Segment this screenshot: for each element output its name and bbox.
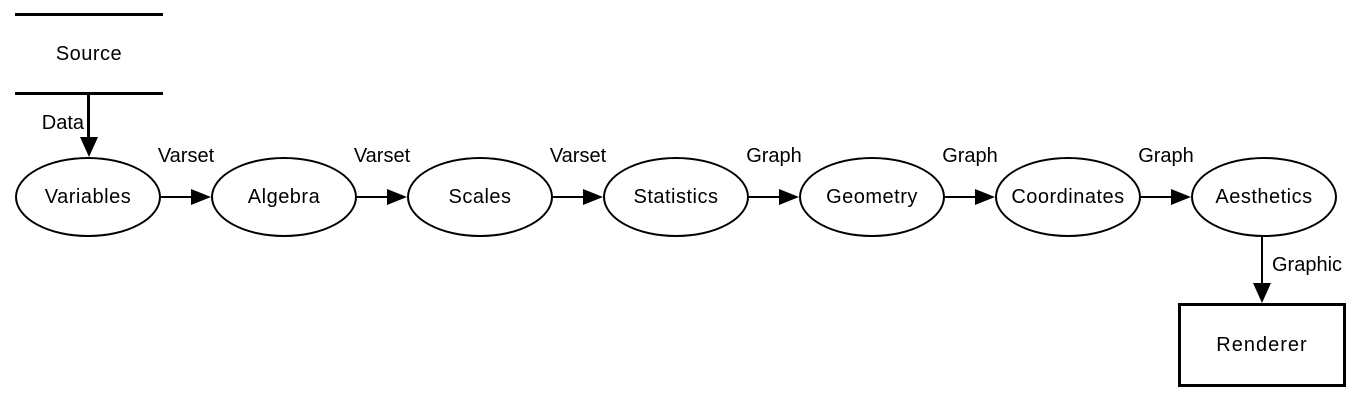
graphic-arrow-shaft: [1261, 237, 1263, 284]
node-algebra-label: Algebra: [247, 185, 321, 208]
edge-label-graph-3: Graph: [1138, 145, 1194, 167]
arrowhead-right-icon: [191, 189, 211, 205]
arrow-algebra-to-scales: [357, 189, 407, 205]
node-algebra: Algebra: [211, 157, 357, 237]
arrow-shaft: [357, 196, 390, 198]
data-arrow-shaft: [87, 95, 90, 139]
arrow-statistics-to-geometry: [749, 189, 799, 205]
node-statistics: Statistics: [603, 157, 749, 237]
arrow-shaft: [161, 196, 194, 198]
arrow-geometry-to-coordinates: [945, 189, 995, 205]
edge-label-graph-2: Graph: [942, 145, 998, 167]
source-store-top-line: [15, 13, 163, 16]
graphic-edge-label: Graphic: [1272, 254, 1343, 276]
node-aesthetics-label: Aesthetics: [1215, 185, 1313, 208]
arrowhead-right-icon: [583, 189, 603, 205]
arrow-shaft: [553, 196, 586, 198]
source-store-bottom-line: [15, 92, 163, 95]
node-variables-label: Variables: [44, 185, 132, 208]
arrow-shaft: [945, 196, 978, 198]
arrowhead-right-icon: [387, 189, 407, 205]
arrowhead-right-icon: [1171, 189, 1191, 205]
arrowhead-right-icon: [975, 189, 995, 205]
arrow-shaft: [749, 196, 782, 198]
data-edge-label: Data: [41, 112, 84, 134]
arrow-shaft: [1141, 196, 1174, 198]
edge-label-graph-1: Graph: [746, 145, 802, 167]
data-arrowhead-icon: [80, 137, 98, 157]
node-geometry: Geometry: [799, 157, 945, 237]
node-scales-label: Scales: [448, 185, 512, 208]
node-aesthetics: Aesthetics: [1191, 157, 1337, 237]
edge-label-varset-3: Varset: [549, 145, 607, 167]
node-scales: Scales: [407, 157, 553, 237]
node-statistics-label: Statistics: [633, 185, 719, 208]
edge-label-varset-2: Varset: [353, 145, 411, 167]
node-geometry-label: Geometry: [826, 185, 918, 208]
arrowhead-right-icon: [779, 189, 799, 205]
graphic-arrowhead-icon: [1253, 283, 1271, 303]
edge-label-varset-1: Varset: [157, 145, 215, 167]
arrow-coordinates-to-aesthetics: [1141, 189, 1191, 205]
node-coordinates: Coordinates: [995, 157, 1141, 237]
node-variables: Variables: [15, 157, 161, 237]
arrow-variables-to-algebra: [161, 189, 211, 205]
source-node-label: Source: [55, 43, 123, 65]
arrow-scales-to-statistics: [553, 189, 603, 205]
node-renderer: Renderer: [1178, 303, 1346, 387]
node-renderer-label: Renderer: [1216, 333, 1308, 356]
node-coordinates-label: Coordinates: [1011, 185, 1125, 208]
